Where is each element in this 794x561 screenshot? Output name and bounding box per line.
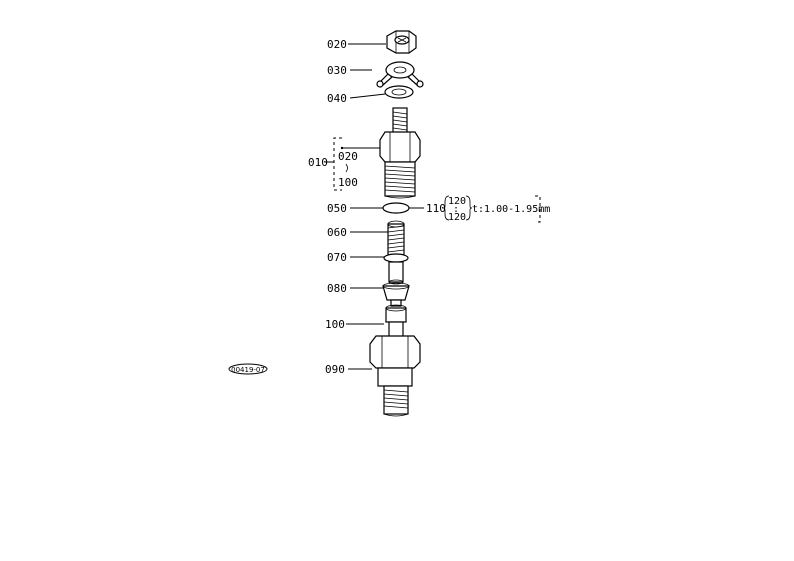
label-030: 030	[327, 64, 347, 77]
label-090: 090	[325, 363, 345, 376]
part-010-holder-body	[379, 107, 421, 199]
part-080-pressure-pin	[382, 282, 410, 307]
part-050-shim	[382, 202, 410, 214]
label-010: 010	[308, 156, 328, 169]
label-110: 110	[426, 202, 446, 215]
label-040: 040	[327, 92, 347, 105]
label-060: 060	[327, 226, 347, 239]
label-070: 070	[327, 251, 347, 264]
spec-thickness: t:1.00-1.95mm	[472, 204, 550, 215]
label-020-top: 020	[327, 38, 347, 51]
label-010-sub-020: 020	[338, 150, 358, 163]
part-040-washer	[384, 85, 414, 99]
part-060-spring	[387, 220, 405, 257]
part-030-banjo	[376, 61, 424, 88]
label-110-dot: :	[453, 204, 459, 215]
label-100: 100	[325, 318, 345, 331]
drawing-id: 00419-07	[231, 366, 265, 374]
label-110-a: 120	[448, 196, 466, 207]
part-090-retaining-nut	[369, 335, 421, 417]
part-070-spring-seat	[383, 253, 409, 285]
label-110-b: 120	[448, 212, 466, 223]
label-010-sub-100: 100	[338, 176, 358, 189]
part-020-nut	[386, 30, 417, 54]
label-080: 080	[327, 282, 347, 295]
drawing-id-badge: 00419-07	[228, 363, 268, 375]
label-050: 050	[327, 202, 347, 215]
